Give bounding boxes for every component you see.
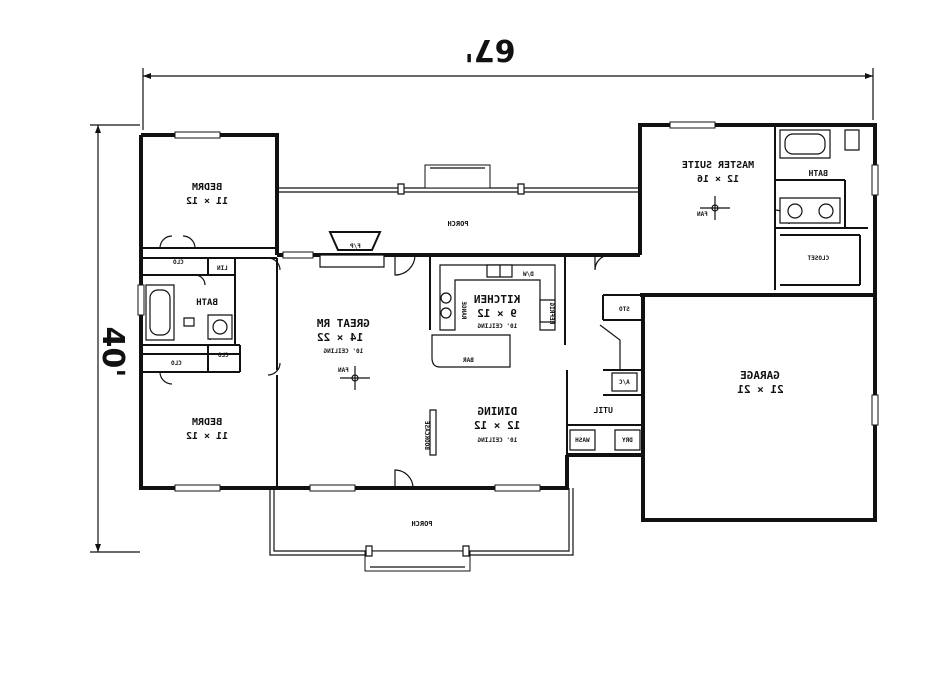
windows (138, 122, 878, 491)
bath-master-fixtures (780, 130, 859, 223)
clo-low-label: CLO (171, 360, 182, 367)
ceiling-fan-master (700, 196, 730, 220)
range-label: RANGE (460, 301, 467, 319)
porch-top (277, 165, 640, 255)
master-suite-size: 12 × 16 (697, 174, 739, 185)
bookcase: BOOKCASE (423, 410, 436, 455)
garage-name: GARAGE (740, 369, 780, 382)
room-labels: BEDRM 11 × 12 BEDRM 11 × 12 GREAT RM 14 … (171, 160, 830, 528)
refrigerator-label: REFRIG (548, 302, 555, 324)
kitchen-ceiling: 10' CEILING (477, 323, 517, 330)
porch-bottom (270, 488, 573, 571)
kitchen-name: KITCHEN (474, 293, 520, 306)
bookcase-label: BOOKCASE (423, 421, 430, 450)
garage-size: 21 × 21 (737, 383, 784, 396)
ac-label: A/C (619, 379, 630, 386)
bath-left-label: BATH (196, 298, 218, 308)
depth-dimension-label: 40' (95, 327, 130, 378)
great-room-ceiling: 10' CEILING (323, 348, 363, 355)
dry-label: DRY (622, 437, 633, 444)
kitchen-counters: BAR D/W RANGE REFRIG (432, 265, 555, 367)
fan-master-label: FAN (697, 211, 708, 218)
bar-label: BAR (463, 357, 474, 364)
fan-great-label: FAN (338, 367, 349, 374)
dining-size: 12 × 12 (474, 419, 520, 432)
fireplace: F/P (320, 232, 384, 267)
bedroom-bottom-name: BEDRM (192, 417, 222, 428)
bedroom-bottom-size: 11 × 12 (186, 431, 228, 442)
bath-left-fixtures (146, 285, 232, 340)
fireplace-label: F/P (350, 243, 361, 250)
width-dimension-label: 67' (465, 32, 516, 67)
bedroom-top-name: BEDRM (192, 182, 222, 193)
lin-label: LIN (217, 265, 228, 272)
util-label: UTIL (593, 406, 612, 415)
bath-master-label: BATH (808, 169, 827, 178)
clo-top-label: CLO (173, 259, 184, 266)
bedroom-top-size: 11 × 12 (186, 196, 228, 207)
wash-label: WASH (575, 437, 590, 444)
porch-bottom-label: PORCH (411, 520, 432, 528)
interior-walls (141, 125, 868, 488)
dining-ceiling: 10' CEILING (477, 437, 517, 444)
ceiling-fan-great-room (340, 366, 370, 390)
sto-label: STO (619, 306, 630, 313)
clo-mid-label: CLO (218, 352, 229, 359)
great-room-name: GREAT RM (317, 317, 370, 330)
master-suite-name: MASTER SUITE (682, 160, 754, 171)
dining-name: DINING (477, 405, 517, 418)
utility-fixtures (570, 373, 640, 450)
width-dimension: 67' (143, 32, 873, 130)
kitchen-size: 9 × 12 (477, 307, 517, 320)
great-room-size: 14 × 22 (317, 331, 363, 344)
closet-master-label: CLOSET (807, 255, 829, 262)
depth-dimension: 40' (90, 125, 140, 552)
dishwasher-label: D/W (523, 271, 534, 278)
porch-top-label: PORCH (447, 220, 468, 228)
